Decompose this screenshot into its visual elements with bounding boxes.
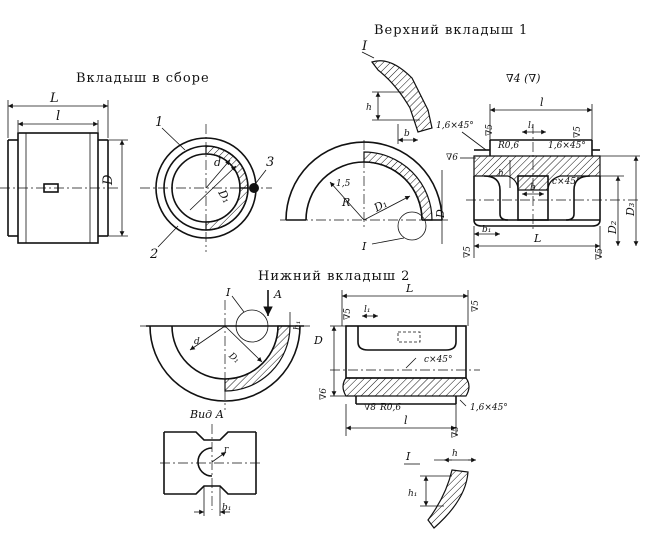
upper-dim-l1: l₁ bbox=[528, 121, 535, 131]
lower-chamfer-2: 1,6×45° bbox=[470, 403, 508, 413]
upper-detail-J: I bbox=[361, 240, 367, 253]
lower-chamfer-1: c×45° bbox=[424, 355, 453, 365]
lower-rough-5b: ∇5 bbox=[471, 300, 481, 312]
upper-chamfer-3: c×45° bbox=[552, 177, 581, 187]
lower-dim-h1: h₁ bbox=[293, 321, 303, 330]
upper-dim-b: b bbox=[530, 183, 536, 193]
assembly-callout-1: 1 bbox=[155, 115, 163, 130]
lower-arrow-A: A bbox=[273, 288, 282, 301]
upper-dim-r15: 1,5 bbox=[336, 179, 351, 189]
lower-rough-6: ∇6 bbox=[319, 388, 329, 400]
title-assembly: Вкладыш в сборе bbox=[76, 71, 210, 86]
upper-detail-b: b bbox=[404, 129, 410, 139]
upper-rough-5d: ∇5 bbox=[595, 248, 605, 260]
view-a: Вид А r b₁ bbox=[160, 408, 260, 516]
assembly-dim-d: d bbox=[214, 156, 221, 169]
title-upper-liner: Верхний вкладыш 1 bbox=[374, 23, 528, 38]
assembly-front-view: d D₁ 1 2 3 bbox=[140, 115, 274, 262]
lower-dim-l1: l₁ bbox=[364, 305, 371, 315]
assembly-dim-L: L bbox=[49, 91, 59, 106]
lower-liner-front: I A h₁ d D₁ bbox=[140, 286, 310, 410]
upper-detail-I: I h b bbox=[361, 39, 433, 144]
upper-liner-section: ∇4 (∇) l l₁ 1,6×45° ∇5 R0,6 1,6×45° ∇5 ∇… bbox=[436, 72, 640, 260]
lower-rough-5a: ∇5 bbox=[343, 308, 353, 320]
view-a-title: Вид А bbox=[189, 408, 224, 421]
lower-dim-l: l bbox=[404, 414, 408, 427]
lower-detail-I: I bbox=[225, 286, 231, 299]
lower-dim-L: L bbox=[405, 282, 413, 295]
upper-dim-D1: D₁ bbox=[371, 197, 390, 215]
upper-dim-D3: D₃ bbox=[624, 203, 637, 217]
upper-r06: R0,6 bbox=[497, 141, 519, 151]
upper-detail-h: h bbox=[366, 103, 372, 113]
lower-detail2-h: h bbox=[452, 449, 458, 459]
assembly-side-view: L l D bbox=[0, 91, 128, 244]
upper-dim-b1: b₁ bbox=[482, 225, 491, 235]
lower-dim-d: d bbox=[194, 337, 200, 347]
upper-liner-front: 1,5 R D₁ I D bbox=[280, 140, 448, 253]
lower-detail2-h1: h₁ bbox=[408, 489, 417, 499]
assembly-dim-D1: D₁ bbox=[215, 187, 233, 206]
upper-dim-l-top: l bbox=[540, 96, 544, 109]
lower-rough-5c: ∇5 bbox=[451, 426, 461, 438]
title-lower-liner: Нижний вкладыш 2 bbox=[258, 269, 410, 284]
upper-detail-I-label: I bbox=[361, 39, 368, 54]
assembly-dim-D: D bbox=[101, 174, 116, 186]
upper-rough-5c: ∇5 bbox=[463, 246, 473, 258]
upper-roughness-top: ∇4 (∇) bbox=[506, 72, 540, 85]
upper-dim-L: L bbox=[533, 232, 541, 245]
lower-rough-8: ∇8 bbox=[364, 403, 376, 413]
lower-dim-D1: D₁ bbox=[226, 350, 241, 365]
upper-dim-h: h bbox=[498, 169, 504, 179]
upper-rough-5b: ∇5 bbox=[573, 126, 583, 138]
view-a-b1: b₁ bbox=[222, 503, 231, 513]
upper-dim-D2: D₂ bbox=[606, 221, 619, 235]
lower-r06: R0,6 bbox=[379, 403, 401, 413]
lower-detail-I: I h h₁ bbox=[404, 449, 476, 529]
view-a-r: r bbox=[224, 445, 229, 455]
lower-liner-section: L ∇5 ∇5 l₁ D ∇6 c×45° ∇8 R0,6 1,6×45° l … bbox=[313, 282, 508, 438]
lower-dim-D: D bbox=[313, 334, 323, 347]
upper-rough-6: ∇6 bbox=[446, 153, 458, 163]
upper-chamfer-2: 1,6×45° bbox=[548, 141, 586, 151]
upper-dim-D-front: D bbox=[434, 209, 447, 219]
upper-dim-R: R bbox=[341, 196, 350, 209]
assembly-callout-2: 2 bbox=[149, 247, 158, 262]
assembly-dim-l: l bbox=[56, 109, 60, 124]
lower-detail2-I: I bbox=[405, 450, 411, 463]
upper-chamfer-1: 1,6×45° bbox=[436, 121, 474, 131]
assembly-callout-3: 3 bbox=[266, 155, 274, 170]
upper-rough-5a: ∇5 bbox=[485, 124, 495, 136]
